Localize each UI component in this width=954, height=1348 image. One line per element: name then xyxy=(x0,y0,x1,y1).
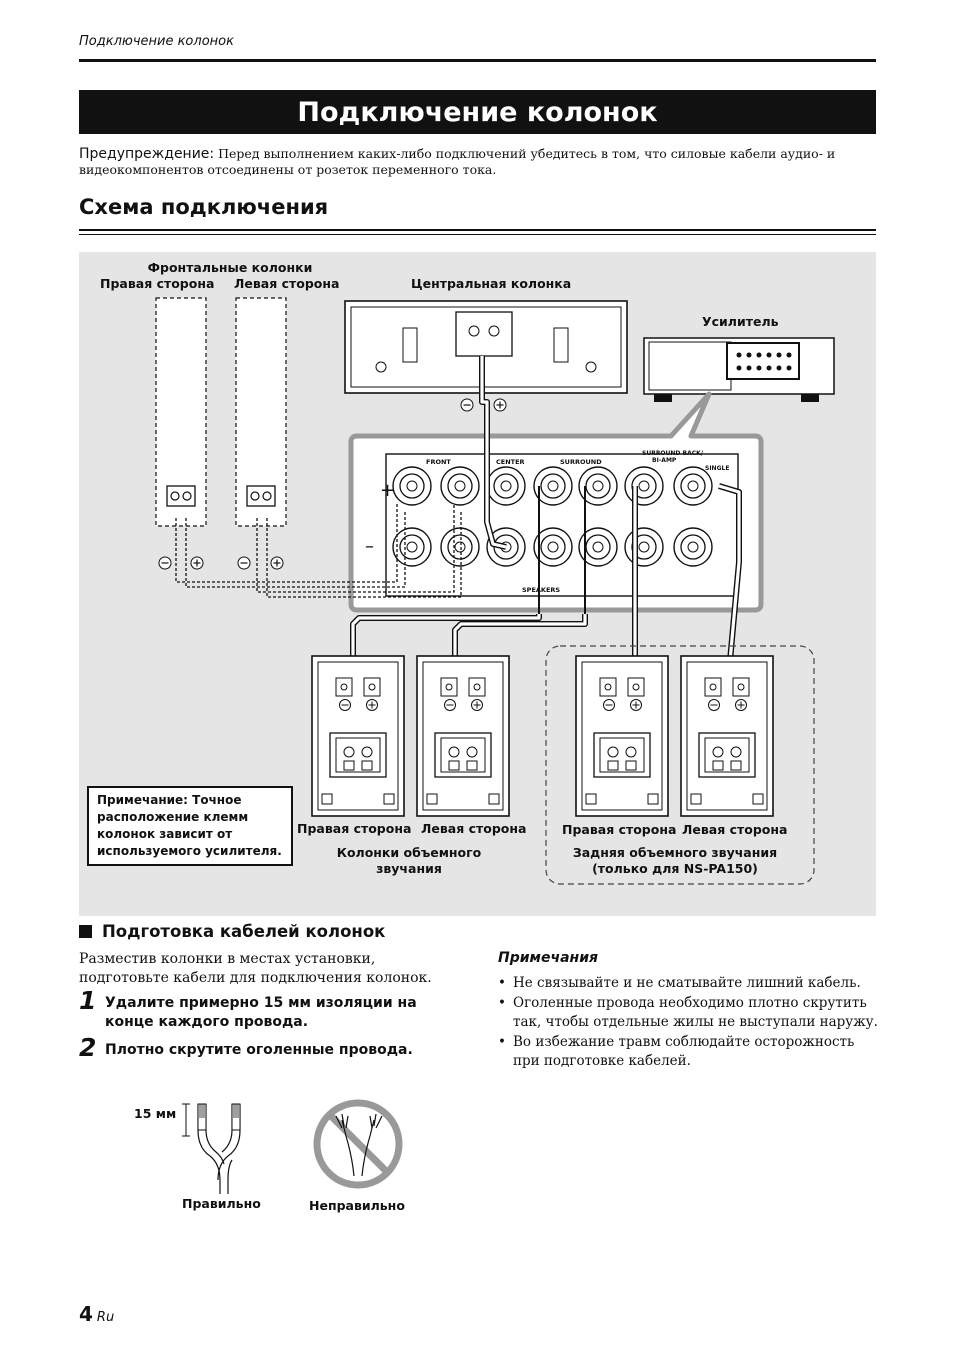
step-number: 1 xyxy=(79,986,97,1015)
wire-figures: 15 мм Правильно Неправильно xyxy=(120,1090,440,1220)
title-bar: Подключение колонок xyxy=(79,90,876,134)
panel-biamp-label: BI-AMP xyxy=(652,457,677,464)
panel-surround-back-label: SURROUND BACK/ xyxy=(642,450,704,457)
center-speaker-label: Центральная колонка xyxy=(411,276,572,291)
surround-left-label: Левая сторона xyxy=(421,821,527,836)
running-header: Подключение колонок xyxy=(79,34,234,49)
surround-left-speaker xyxy=(416,655,510,817)
front-speakers-title: Фронтальные колонки xyxy=(147,260,313,275)
prep-section-title: Подготовка кабелей колонок xyxy=(79,922,385,941)
page-title: Подключение колонок xyxy=(297,96,658,128)
surround-caption-2: звучания xyxy=(376,861,442,876)
measure-label: 15 мм xyxy=(134,1106,177,1121)
panel-front-label: FRONT xyxy=(426,458,451,466)
surround-right-label: Правая сторона xyxy=(297,821,412,836)
amplifier xyxy=(643,337,835,402)
svg-text:–: – xyxy=(365,536,374,557)
step-1: 1 Удалите примерно 15 мм изоляции на кон… xyxy=(79,986,463,1032)
panel-surround-label: SURROUND xyxy=(560,458,602,466)
front-right-label: Правая сторона xyxy=(100,276,215,291)
diagram-note-box: Примечание: Точное расположение клемм ко… xyxy=(87,786,293,866)
section-title: Схема подключения xyxy=(79,195,329,219)
front-left-label: Левая сторона xyxy=(234,276,340,291)
rear-caption-2: (только для NS-PA150) xyxy=(592,861,758,876)
section-rule xyxy=(79,229,876,231)
note-item: Оголенные провода необходимо плотно скру… xyxy=(498,994,878,1032)
connection-diagram: + – FRONT CENTER SURROUND SURROUND BACK/… xyxy=(79,252,876,916)
section-square-icon xyxy=(79,925,92,938)
prep-intro: Разместив колонки в местах установки, по… xyxy=(79,951,432,986)
notes-title: Примечания xyxy=(498,950,599,966)
section-rule-thin xyxy=(79,234,876,235)
incorrect-wire-figure xyxy=(313,1099,403,1189)
prep-title-text: Подготовка кабелей колонок xyxy=(102,922,386,941)
step-text: Удалите примерно 15 мм изоляции на конце… xyxy=(105,995,417,1030)
correct-label: Правильно xyxy=(182,1196,261,1211)
front-left-speaker xyxy=(235,297,287,570)
notes-list: Не связывайте и не сматывайте лишний каб… xyxy=(498,974,878,1072)
rear-right-label: Правая сторона xyxy=(562,822,677,837)
svg-text:+: + xyxy=(380,480,395,501)
warning-label: Предупреждение: xyxy=(79,146,215,162)
diagram-drawing: + – FRONT CENTER SURROUND SURROUND BACK/… xyxy=(155,297,835,885)
rear-right-speaker xyxy=(575,655,669,817)
warning-paragraph: Предупреждение: Перед выполнением каких-… xyxy=(79,146,876,178)
panel-center-label: CENTER xyxy=(496,458,525,466)
amplifier-label: Усилитель xyxy=(702,314,779,329)
surround-right-speaker xyxy=(311,655,405,817)
step-number: 2 xyxy=(79,1033,97,1062)
step-text: Плотно скрутите оголенные провода. xyxy=(105,1042,413,1058)
rear-left-speaker xyxy=(680,655,774,817)
header-rule xyxy=(79,59,876,62)
incorrect-label: Неправильно xyxy=(309,1198,405,1213)
front-right-speaker xyxy=(155,297,207,570)
rear-caption-1: Задняя объемного звучания xyxy=(572,845,778,860)
language-code: Ru xyxy=(96,1310,115,1325)
rear-left-label: Левая сторона xyxy=(682,822,788,837)
terminal-panel: + – FRONT CENTER SURROUND SURROUND BACK/… xyxy=(348,391,764,613)
note-item: Во избежание травм соблюдайте осторожнос… xyxy=(498,1033,878,1071)
page-number: 4 xyxy=(79,1302,93,1326)
note-item: Не связывайте и не сматывайте лишний каб… xyxy=(498,974,878,993)
step-2: 2 Плотно скрутите оголенные провода. xyxy=(79,1033,463,1062)
rear-speakers-group xyxy=(545,645,815,885)
panel-single-label: SINGLE xyxy=(705,465,729,472)
correct-wire-figure xyxy=(182,1103,241,1194)
center-speaker xyxy=(344,300,628,412)
panel-speakers-label: SPEAKERS xyxy=(522,586,560,594)
surround-caption-1: Колонки объемного xyxy=(336,845,482,860)
warning-text: Перед выполнением каких-либо подключений… xyxy=(79,146,836,177)
page-footer: 4 Ru xyxy=(79,1302,114,1326)
wire-drawings xyxy=(182,1099,403,1194)
